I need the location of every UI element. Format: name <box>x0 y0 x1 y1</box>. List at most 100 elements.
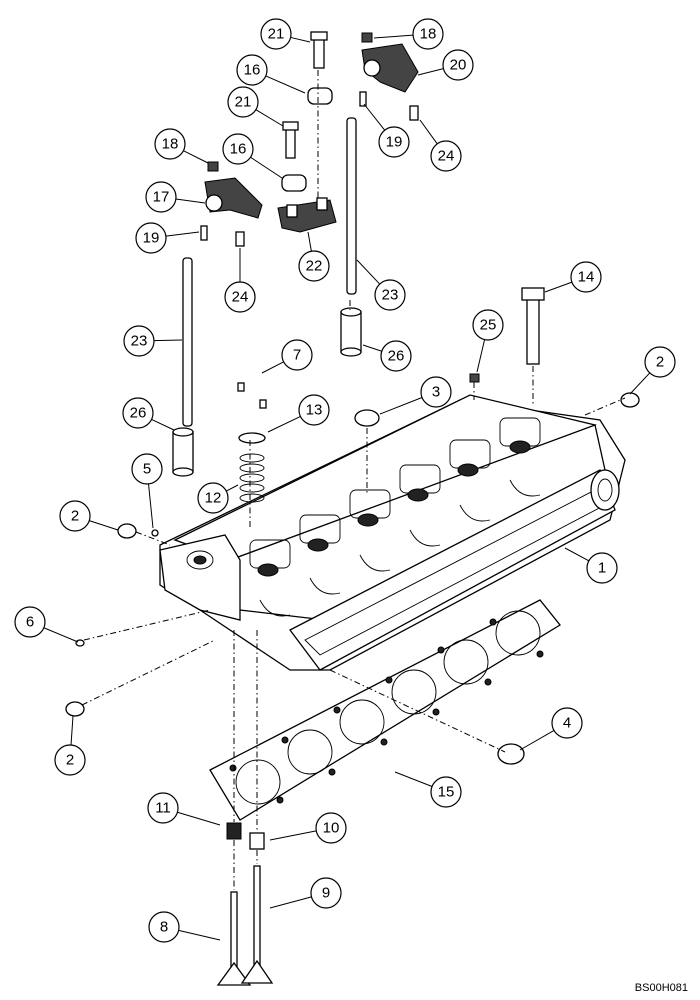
crosshead-top <box>409 105 419 121</box>
callout-bubble <box>222 133 254 165</box>
callout-bubble <box>236 54 268 86</box>
callout-number: 18 <box>420 26 437 43</box>
callout-23: 23 <box>356 259 406 311</box>
callout-bubble <box>380 340 412 372</box>
callout-bubble <box>260 18 292 50</box>
push-rod-left <box>182 257 193 427</box>
callout-number: 7 <box>293 347 301 364</box>
adjusting-nut-top <box>361 32 373 43</box>
callout-2: 2 <box>59 500 119 532</box>
callout-number: 8 <box>160 919 168 936</box>
callout-2: 2 <box>54 715 86 776</box>
callout-19: 19 <box>363 103 410 158</box>
callout-16: 16 <box>222 133 283 179</box>
leader-line <box>261 361 284 374</box>
callout-bubble <box>310 877 342 909</box>
callout-bubble <box>420 376 452 408</box>
leader-line <box>419 119 438 145</box>
cylinder-head <box>159 394 626 671</box>
callout-bubble <box>59 500 91 532</box>
callout-11: 11 <box>147 792 221 826</box>
callout-bubble <box>227 86 259 118</box>
pivot-sleeve-top <box>307 87 333 105</box>
leader-line <box>175 198 206 204</box>
callout-bubble <box>374 279 406 311</box>
pivot-sleeve-left <box>281 174 307 192</box>
callout-3: 3 <box>379 376 452 415</box>
callout-number: 18 <box>162 136 179 153</box>
valve-spring <box>239 453 265 503</box>
callout-number: 24 <box>232 289 249 306</box>
callout-bubble <box>54 744 86 776</box>
leader-line <box>363 103 386 131</box>
callout-number: 14 <box>578 269 595 286</box>
callout-12: 12 <box>197 482 239 514</box>
callout-23: 23 <box>123 325 183 357</box>
callout-6: 6 <box>14 606 79 643</box>
adjusting-nut-left <box>207 161 219 172</box>
callout-bubble <box>14 606 46 638</box>
callout-number: 1 <box>598 560 606 577</box>
callout-14: 14 <box>544 261 602 293</box>
callout-24: 24 <box>224 248 256 313</box>
leader-line <box>269 830 317 841</box>
callout-bubble <box>148 911 180 943</box>
adjusting-screw-left <box>200 225 208 241</box>
rocker-arm-left <box>204 177 263 219</box>
head-gasket <box>209 599 561 821</box>
callout-bubble <box>378 126 410 158</box>
small-plug-5 <box>151 529 159 537</box>
callout-21: 21 <box>227 86 284 127</box>
leader-line <box>255 109 284 127</box>
callout-bubble <box>644 346 676 378</box>
callout-bubble <box>197 482 229 514</box>
leader-line <box>519 730 555 751</box>
drawing-code: BS00H081 <box>634 982 688 994</box>
plug-25 <box>469 373 480 383</box>
head-bolt <box>521 287 545 365</box>
callout-bubble <box>570 261 602 293</box>
leader-line <box>269 896 312 909</box>
callout-19: 19 <box>135 222 200 254</box>
plug-lower-left <box>65 701 85 717</box>
leader-line <box>148 483 154 529</box>
callout-number: 6 <box>26 614 34 631</box>
callout-bubble <box>298 250 330 282</box>
spring-retainer <box>238 432 266 444</box>
leader-line <box>89 520 119 531</box>
callout-13: 13 <box>267 394 330 433</box>
exhaust-valve <box>240 865 274 984</box>
callout-8: 8 <box>148 911 221 943</box>
callout-bubble <box>298 394 330 426</box>
leader-line <box>165 231 200 237</box>
leader-line <box>629 372 651 395</box>
leader-line <box>43 627 79 643</box>
rocker-shaft-pedestal <box>277 197 337 233</box>
leader-line <box>362 344 382 352</box>
callout-number: 16 <box>230 141 247 158</box>
callout-25: 25 <box>472 309 504 373</box>
callout-26: 26 <box>122 397 175 431</box>
leader-line <box>153 339 183 342</box>
valve-keeper-a <box>237 382 245 392</box>
callout-number: 9 <box>322 885 330 902</box>
callout-7: 7 <box>261 339 313 374</box>
rocker-arm-right <box>361 43 419 93</box>
callout-number: 25 <box>480 317 497 334</box>
leader-line <box>183 150 209 164</box>
leader-line <box>151 418 175 431</box>
callout-number: 3 <box>432 384 440 401</box>
callout-bubble <box>281 339 313 371</box>
callout-number: 5 <box>143 461 151 478</box>
callout-18: 18 <box>154 128 209 164</box>
callout-number: 19 <box>386 134 403 151</box>
callout-bubble <box>154 128 186 160</box>
callout-bubble <box>135 222 167 254</box>
leader-line <box>307 231 312 252</box>
callout-number: 26 <box>388 348 405 365</box>
rocker-bolt-top <box>310 31 328 69</box>
callout-18: 18 <box>373 18 444 50</box>
callout-10: 10 <box>269 812 347 844</box>
callout-number: 26 <box>130 405 147 422</box>
